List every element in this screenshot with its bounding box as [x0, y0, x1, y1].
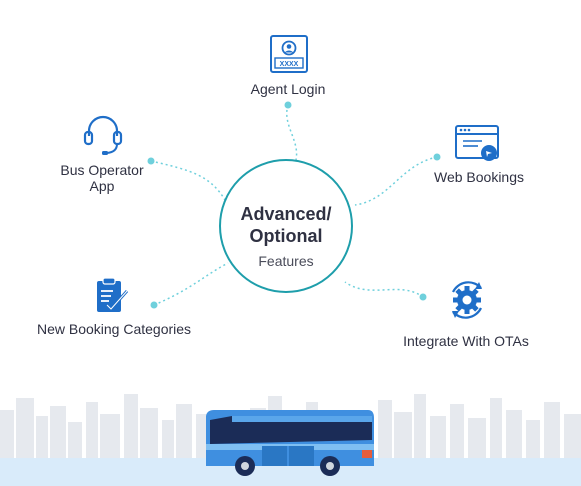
integrate-otas-label: Integrate With OTAs: [403, 333, 529, 349]
bus-operator-label: Bus Operator App: [52, 162, 152, 194]
connector-dot-bus-operator: [147, 157, 155, 165]
center-circle: Advanced/ Optional Features: [219, 159, 353, 293]
bus-icon: [206, 410, 374, 476]
center-title-line1: Advanced/: [240, 204, 332, 224]
bus-operator-label-line2: App: [89, 178, 115, 194]
connector-dot-agent-login: [284, 101, 292, 109]
clipboard-check-icon: [97, 277, 129, 312]
center-title-line2: Optional: [249, 226, 323, 246]
connector-dot-otas: [419, 293, 427, 301]
agent-login-label: Agent Login: [250, 81, 326, 97]
headset-icon: [83, 115, 123, 155]
gear-sync-icon: [452, 281, 482, 319]
id-card-icon: XXXX: [270, 35, 308, 73]
web-bookings-label: Web Bookings: [433, 169, 524, 185]
center-subtitle: Features: [258, 253, 314, 269]
connector-agent-login: [286, 104, 298, 161]
connector-web-bookings: [354, 156, 438, 206]
city-bus-illustration: [0, 394, 581, 486]
bus-operator-label-line1: Bus Operator: [60, 162, 144, 178]
id-card-icon-text: XXXX: [280, 61, 299, 68]
new-booking-categories-label: New Booking Categories: [36, 321, 192, 337]
connector-dot-web-bookings: [433, 153, 441, 161]
connector-bus-operator: [150, 160, 226, 201]
connector-otas: [344, 281, 424, 298]
browser-window-icon: [455, 125, 499, 161]
connector-dot-new-categories: [150, 301, 158, 309]
connector-new-categories: [153, 262, 229, 306]
